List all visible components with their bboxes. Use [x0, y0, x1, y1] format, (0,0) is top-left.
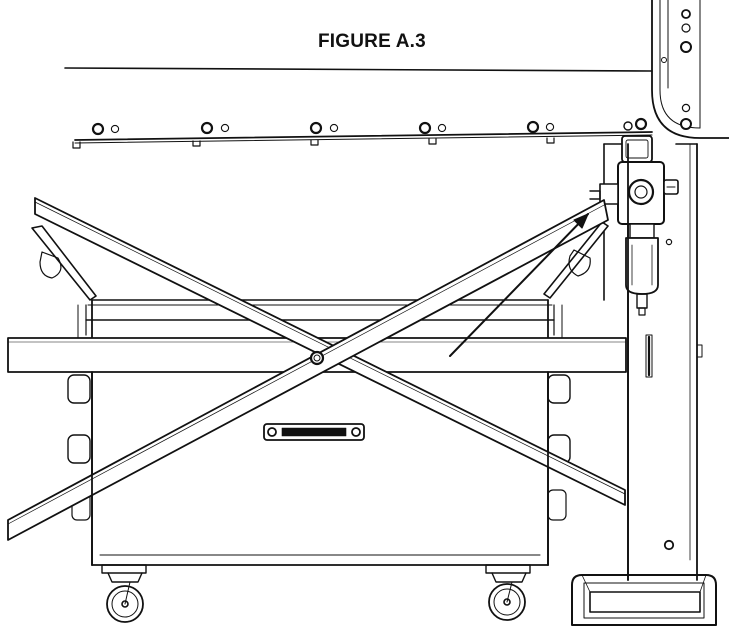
right-leg	[603, 143, 703, 581]
top-rail	[64, 67, 653, 149]
center-bolt	[309, 350, 325, 366]
upper-right-housing	[651, 0, 729, 139]
figure-title: FIGURE A.3	[318, 31, 426, 52]
drawer-handle	[263, 423, 365, 441]
rail-bolts	[91, 117, 648, 136]
caster-left	[101, 564, 147, 623]
pointer-arrow	[449, 213, 589, 357]
air-regulator	[589, 135, 679, 316]
center-bolt-inner	[313, 354, 321, 362]
cross-brace-ascending	[7, 199, 609, 541]
caster-right	[485, 564, 531, 621]
right-foot	[571, 574, 717, 626]
